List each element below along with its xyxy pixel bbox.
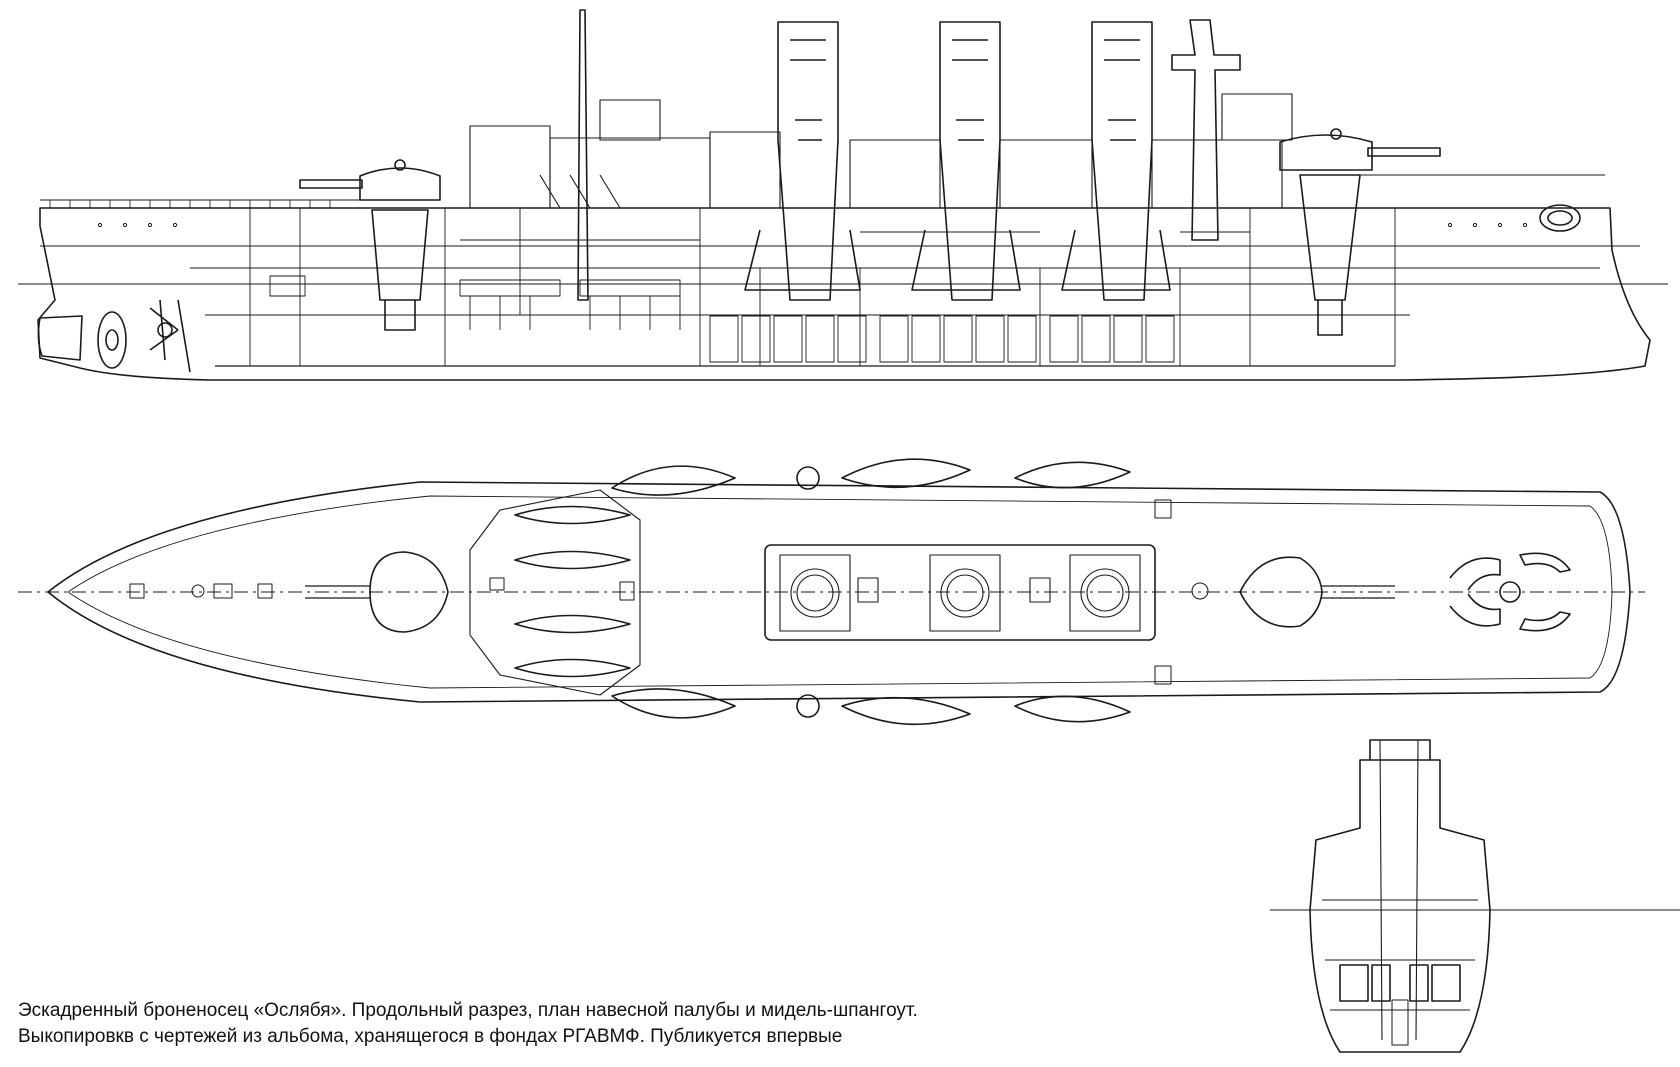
fore-turret [1279,128,1441,336]
fore-turret-plan [1239,556,1323,628]
bow-capstans [1449,552,1571,632]
central-casing [764,544,1156,641]
figure-caption: Эскадренный броненосец «Ослябя». Продоль… [18,998,1248,1050]
bow-hawse [1539,204,1581,232]
foremast [1171,19,1241,241]
funnel-bases [779,554,1141,632]
mainmast [577,9,589,301]
caption-line-2: Выкопировкв с чертежей из альбома, храня… [18,1026,843,1047]
deck-outline [47,481,1631,703]
aft-turret [299,159,441,331]
midship-section [1270,739,1680,1053]
aft-turret-plan [369,551,449,633]
caption-line-1: Эскадренный броненосец «Ослябя». Продоль… [18,1000,918,1021]
hull-side-outline [37,207,1651,381]
deck-plan [18,458,1645,726]
funnels [744,21,1171,301]
superstructure [469,93,1293,209]
boats [514,458,1131,726]
deck-fittings [129,499,1209,685]
portholes [97,222,1528,228]
midship-hull [1309,759,1491,1053]
boilers [709,315,1175,363]
interior-compartments [249,208,1396,366]
longitudinal-section [18,9,1668,381]
stern-propeller [37,299,191,373]
